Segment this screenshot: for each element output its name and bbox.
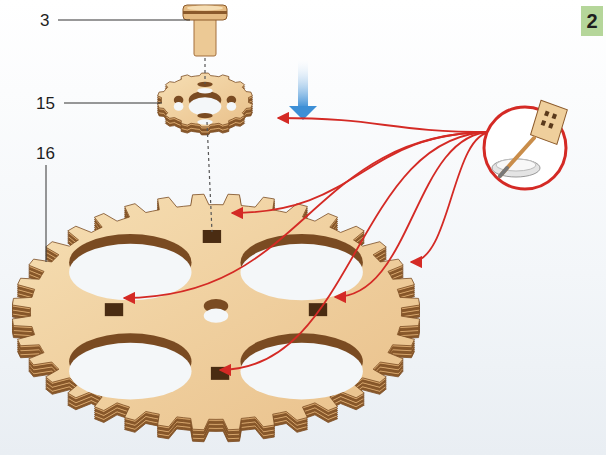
large-gear <box>12 194 419 442</box>
alignment-line <box>205 58 212 232</box>
callout-number: 16 <box>36 145 55 162</box>
step-number-box: 2 <box>581 6 603 36</box>
glue-icon <box>484 100 569 189</box>
callout-number: 15 <box>36 95 55 112</box>
callout-number: 3 <box>40 12 49 29</box>
peg <box>183 5 227 56</box>
leader-lines <box>46 20 190 262</box>
glue-arrows <box>124 118 492 370</box>
step-number: 2 <box>586 11 597 31</box>
direction-arrow <box>289 60 317 120</box>
